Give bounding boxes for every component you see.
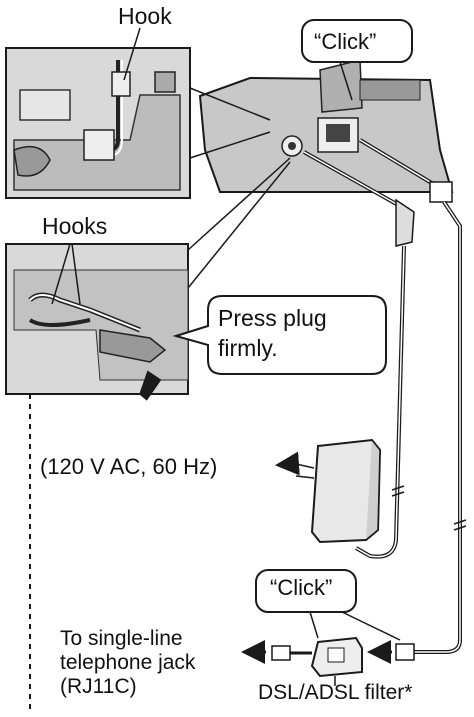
jack-line2: telephone jack <box>60 651 196 674</box>
ac-adaptor-cord <box>303 150 415 559</box>
ac-adaptor <box>295 438 382 544</box>
telephone-plug-icon <box>395 643 415 661</box>
hooks-label: Hooks <box>42 213 108 239</box>
zoom-line <box>189 131 271 159</box>
zoom-line <box>189 87 271 121</box>
click-label-bottom: “Click” <box>270 575 333 600</box>
click-callout-bottom <box>255 569 401 641</box>
arrow-icon <box>275 451 300 476</box>
zoom-line <box>187 161 291 289</box>
dsl-filter <box>310 636 363 686</box>
jack-label: To single-line telephone jack (RJ11C) <box>60 627 195 699</box>
dsl-filter-label: DSL/ADSL filter* <box>258 681 413 704</box>
click-callout-top <box>301 19 413 101</box>
power-spec-label: (120 V AC, 60 Hz) <box>40 454 218 479</box>
press-plug-label: Press plug firmly. <box>218 303 327 363</box>
press-plug-callout <box>172 295 387 375</box>
hook-detail-panel <box>5 27 191 199</box>
click-label-top: “Click” <box>314 29 377 54</box>
hooks-detail-panel <box>5 243 189 401</box>
press-plug-line2: firmly. <box>218 335 278 361</box>
jack-line1: To single-line <box>60 627 183 650</box>
jack-line3: (RJ11C) <box>60 675 137 698</box>
press-plug-line1: Press plug <box>218 305 327 331</box>
hook-label: Hook <box>118 3 172 29</box>
telephone-cord <box>358 138 467 654</box>
zoom-line <box>187 157 291 251</box>
telephone-plug-icon <box>271 645 312 661</box>
